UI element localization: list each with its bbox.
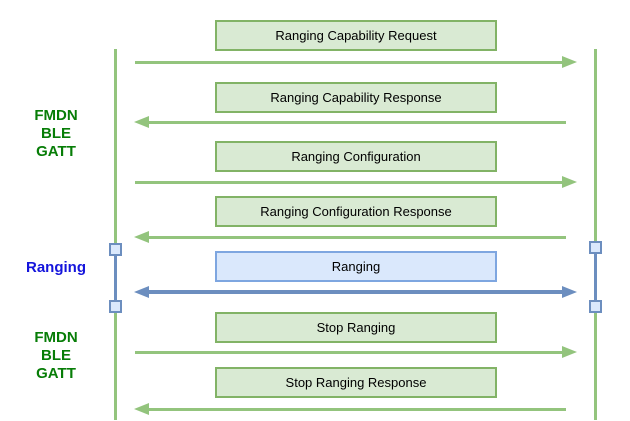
arrowhead-left-icon	[134, 403, 149, 415]
arrow-line	[135, 60, 564, 64]
activation-node-right-top	[589, 241, 602, 254]
message-box-ranging: Ranging	[215, 251, 497, 282]
message-arrow-right	[134, 56, 577, 68]
arrowhead-left-icon	[134, 231, 149, 243]
protocol-label-line: GATT	[36, 143, 76, 160]
protocol-label-fmdn-ble-gatt-top: FMDN BLE GATT	[11, 107, 101, 161]
message-box-ranging-configuration-response: Ranging Configuration Response	[215, 196, 497, 227]
arrowhead-left-icon	[134, 116, 149, 128]
message-box-stop-ranging: Stop Ranging	[215, 312, 497, 343]
arrow-line	[147, 407, 566, 411]
message-arrow-bidirectional	[134, 286, 577, 298]
activation-node-left-top	[109, 243, 122, 256]
protocol-label-line: FMDN	[34, 329, 78, 346]
message-label: Stop Ranging	[316, 320, 396, 335]
message-arrow-right	[134, 176, 577, 188]
protocol-label-line: BLE	[41, 125, 71, 142]
message-box-stop-ranging-response: Stop Ranging Response	[215, 367, 497, 398]
message-arrow-left	[134, 116, 577, 128]
arrowhead-right-icon	[562, 286, 577, 298]
arrowhead-right-icon	[562, 56, 577, 68]
protocol-label-fmdn-ble-gatt-bottom: FMDN BLE GATT	[11, 329, 101, 383]
message-arrow-left	[134, 403, 577, 415]
message-label: Ranging Configuration	[291, 149, 421, 164]
protocol-label-line: GATT	[36, 365, 76, 382]
protocol-label-line: FMDN	[34, 107, 78, 124]
message-label: Ranging	[331, 259, 381, 274]
message-box-ranging-capability-request: Ranging Capability Request	[215, 20, 497, 51]
lifeline-left	[114, 49, 117, 420]
lifeline-right	[594, 49, 597, 420]
arrow-line	[135, 350, 564, 354]
arrowhead-right-icon	[562, 346, 577, 358]
lifeline-right-ranging-segment	[594, 249, 597, 307]
arrow-line	[147, 235, 566, 239]
message-arrow-left	[134, 231, 577, 243]
protocol-label-line: BLE	[41, 347, 71, 364]
message-label: Stop Ranging Response	[285, 375, 427, 390]
arrowhead-left-icon	[134, 286, 149, 298]
arrowhead-right-icon	[562, 176, 577, 188]
arrow-line	[147, 120, 566, 124]
message-label: Ranging Capability Response	[270, 90, 442, 105]
arrow-line	[135, 180, 564, 184]
protocol-label-ranging: Ranging	[11, 259, 101, 277]
message-box-ranging-configuration: Ranging Configuration	[215, 141, 497, 172]
message-label: Ranging Configuration Response	[260, 204, 452, 219]
message-label: Ranging Capability Request	[275, 28, 437, 43]
activation-node-right-bottom	[589, 300, 602, 313]
arrow-line	[147, 290, 564, 294]
protocol-label-line: Ranging	[26, 259, 86, 276]
lifeline-left-ranging-segment	[114, 249, 117, 307]
message-arrow-right	[134, 346, 577, 358]
message-box-ranging-capability-response: Ranging Capability Response	[215, 82, 497, 113]
activation-node-left-bottom	[109, 300, 122, 313]
